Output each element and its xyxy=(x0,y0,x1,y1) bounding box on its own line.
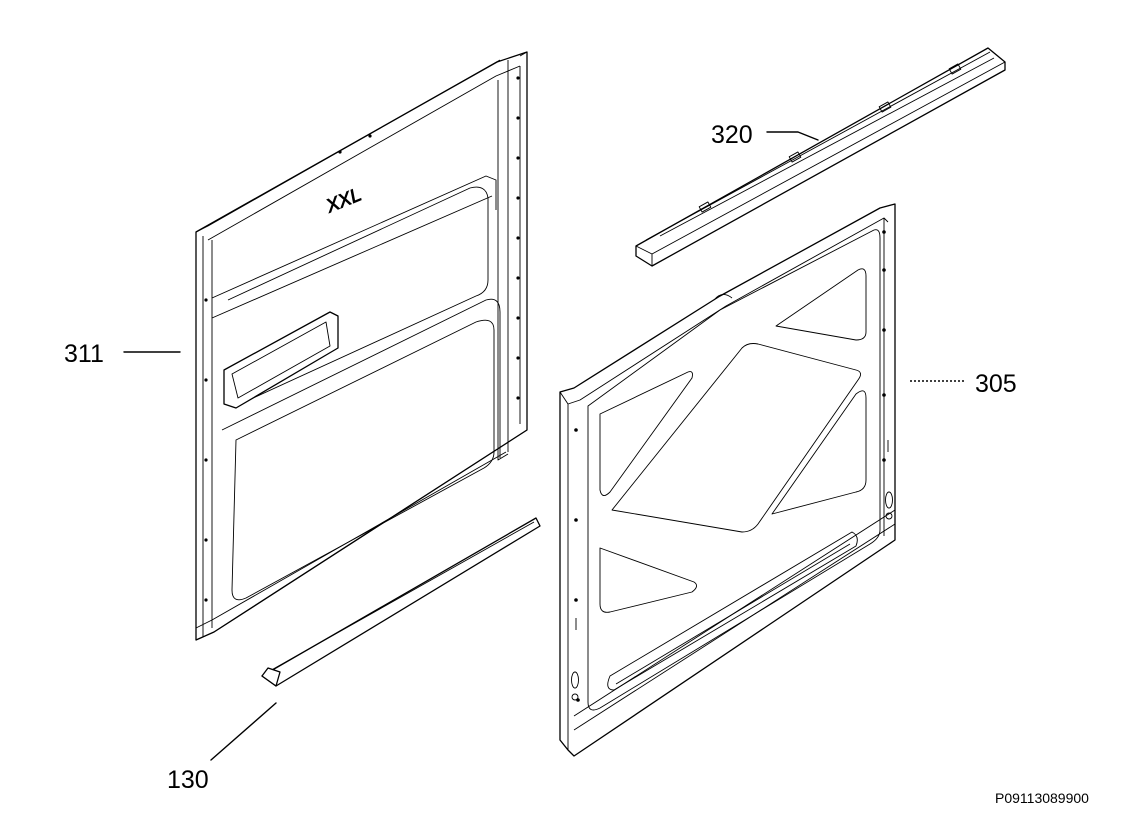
callout-320: 320 xyxy=(711,121,753,149)
door-bottom-strip xyxy=(261,517,541,687)
callout-130: 130 xyxy=(167,766,209,794)
drawing-code: P09113089900 xyxy=(995,790,1089,806)
callout-311: 311 xyxy=(64,340,104,368)
outer-door-panel xyxy=(559,203,896,757)
inner-door-panel xyxy=(195,51,528,641)
door-top-trim xyxy=(635,47,1006,267)
callout-305: 305 xyxy=(975,370,1017,398)
leader-line-320 xyxy=(766,131,819,141)
leader-line-130 xyxy=(210,702,277,761)
